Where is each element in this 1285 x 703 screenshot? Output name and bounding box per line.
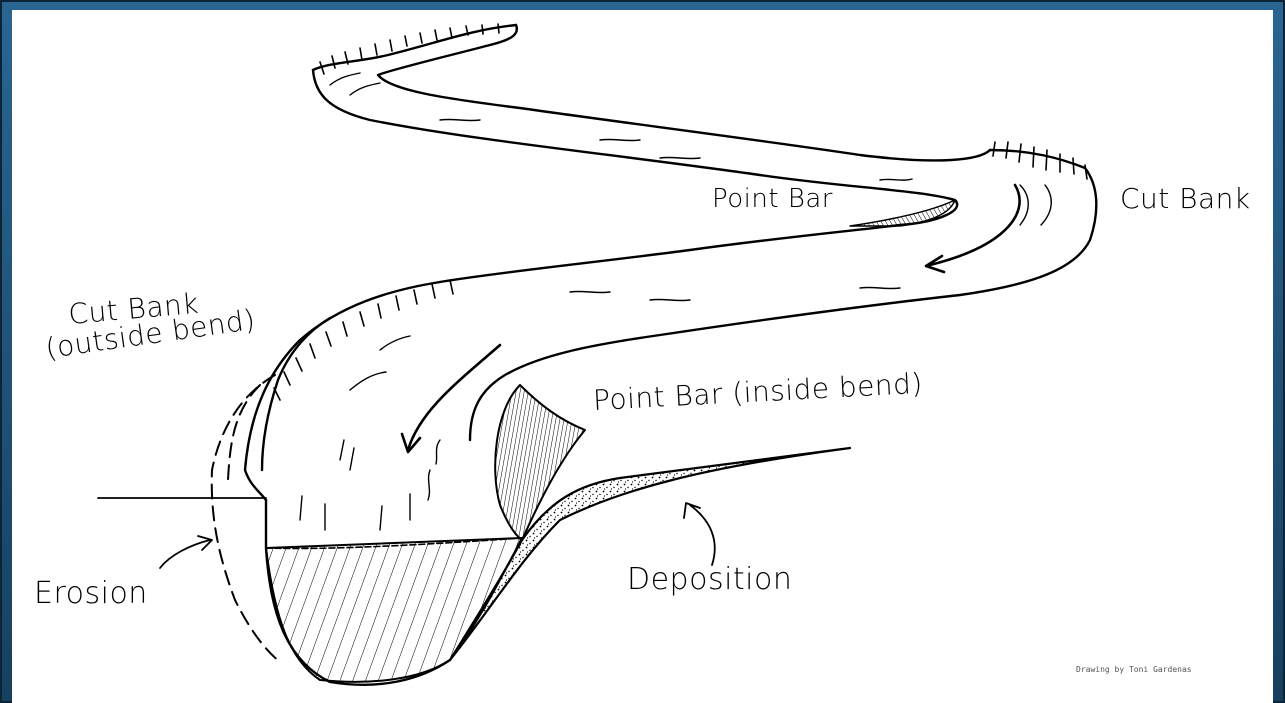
flow-arrow-upper (926, 185, 1020, 272)
river-outline (245, 25, 1096, 500)
point-bar-upper-hatch (850, 200, 955, 226)
cut-bank-ticks-right (993, 142, 1087, 179)
label-point-bar-upper: Point Bar (712, 184, 833, 214)
erosion-pointer (160, 536, 212, 568)
flow-marks (300, 73, 1051, 530)
erosion-dashed-bank (212, 375, 280, 662)
flow-arrow-lower (402, 345, 500, 452)
deposition-pointer (684, 503, 715, 565)
drawing-credit: Drawing by Toni Gardenas (1076, 665, 1192, 674)
label-cut-bank-upper: Cut Bank (1120, 182, 1251, 215)
label-erosion: Erosion (34, 576, 148, 611)
label-deposition: Deposition (627, 562, 792, 597)
